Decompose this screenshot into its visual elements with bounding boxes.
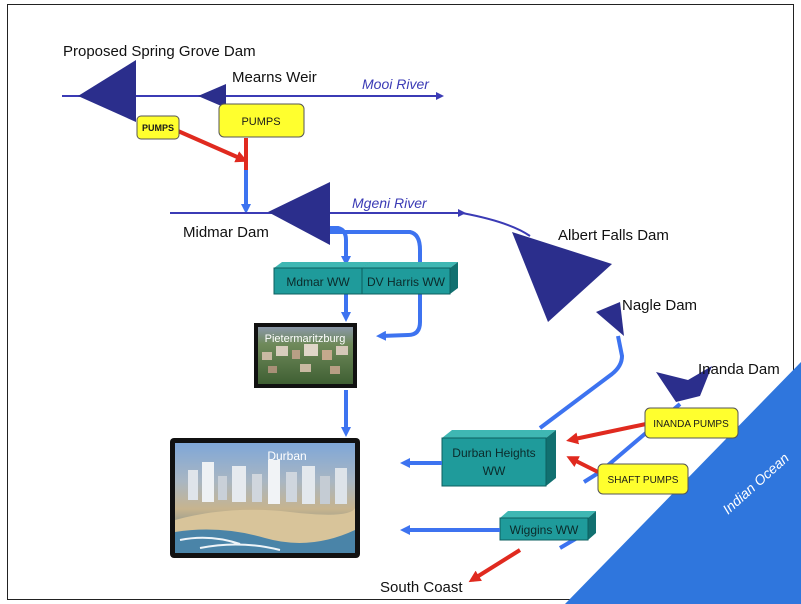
pietermaritzburg-photo: Pietermaritzburg (254, 323, 357, 388)
small-pumps-label: PUMPS (142, 123, 174, 133)
shaft-pumps-box (597, 463, 689, 495)
nagle-dam-icon (596, 302, 624, 336)
spring-grove-label: Proposed Spring Grove Dam (63, 43, 256, 60)
shaft-pumps-label: SHAFT PUMPS (608, 475, 679, 486)
inanda-pumps-label: INANDA PUMPS (653, 419, 729, 430)
wiggins-ww-label: Wiggins WW (510, 523, 579, 537)
mearns-weir-label: Mearns Weir (232, 69, 317, 86)
spring-grove-dam-icon (78, 60, 136, 122)
pietermaritzburg-label: Pietermaritzburg (265, 333, 346, 345)
south-coast-label: South Coast (380, 579, 463, 596)
nagle-dam-label: Nagle Dam (622, 297, 697, 314)
albert-falls-label: Albert Falls Dam (558, 227, 669, 244)
inanda-dam-icon (656, 366, 712, 402)
small-pumps-box (136, 115, 180, 140)
midmar-dam-icon (268, 182, 330, 245)
inanda-dam-label: Inanda Dam (698, 361, 780, 378)
durban-photo: Durban (170, 438, 360, 558)
wiggins-ww-box: Wiggins WW (499, 511, 596, 541)
mgeni-river-arrow (458, 209, 466, 217)
spring-grove-pump-line (177, 129, 248, 163)
mearns-weir-icon (198, 84, 226, 108)
durban-label: Durban (267, 449, 306, 463)
durban-heights-ww-box: Durban Heights WW (441, 430, 556, 487)
mearns-pumps-label: PUMPS (241, 116, 280, 128)
midmar-dam-label: Midmar Dam (183, 224, 269, 241)
shaft-pumps-line (566, 456, 599, 474)
durban-heights-label-1: Durban Heights (452, 446, 535, 460)
mdmar-ww-box: Mdmar WW (273, 262, 370, 295)
mooi-river-label: Mooi River (362, 76, 430, 92)
nagle-to-durban-heights-pipe (538, 335, 625, 430)
diagram-frame (7, 4, 794, 600)
mgeni-river-label: Mgeni River (352, 195, 428, 211)
dv-harris-ww-box: DV Harris WW (361, 262, 458, 295)
south-coast-pump-line (468, 548, 522, 583)
durban-heights-label-2: WW (483, 464, 506, 478)
dv-harris-ww-label: DV Harris WW (367, 275, 446, 289)
inanda-pumps-line (566, 422, 647, 445)
inanda-pumps-box (644, 407, 739, 439)
mearns-pumps-box (218, 103, 305, 138)
mdmar-ww-label: Mdmar WW (286, 275, 350, 289)
albert-falls-dam-icon (512, 232, 612, 322)
